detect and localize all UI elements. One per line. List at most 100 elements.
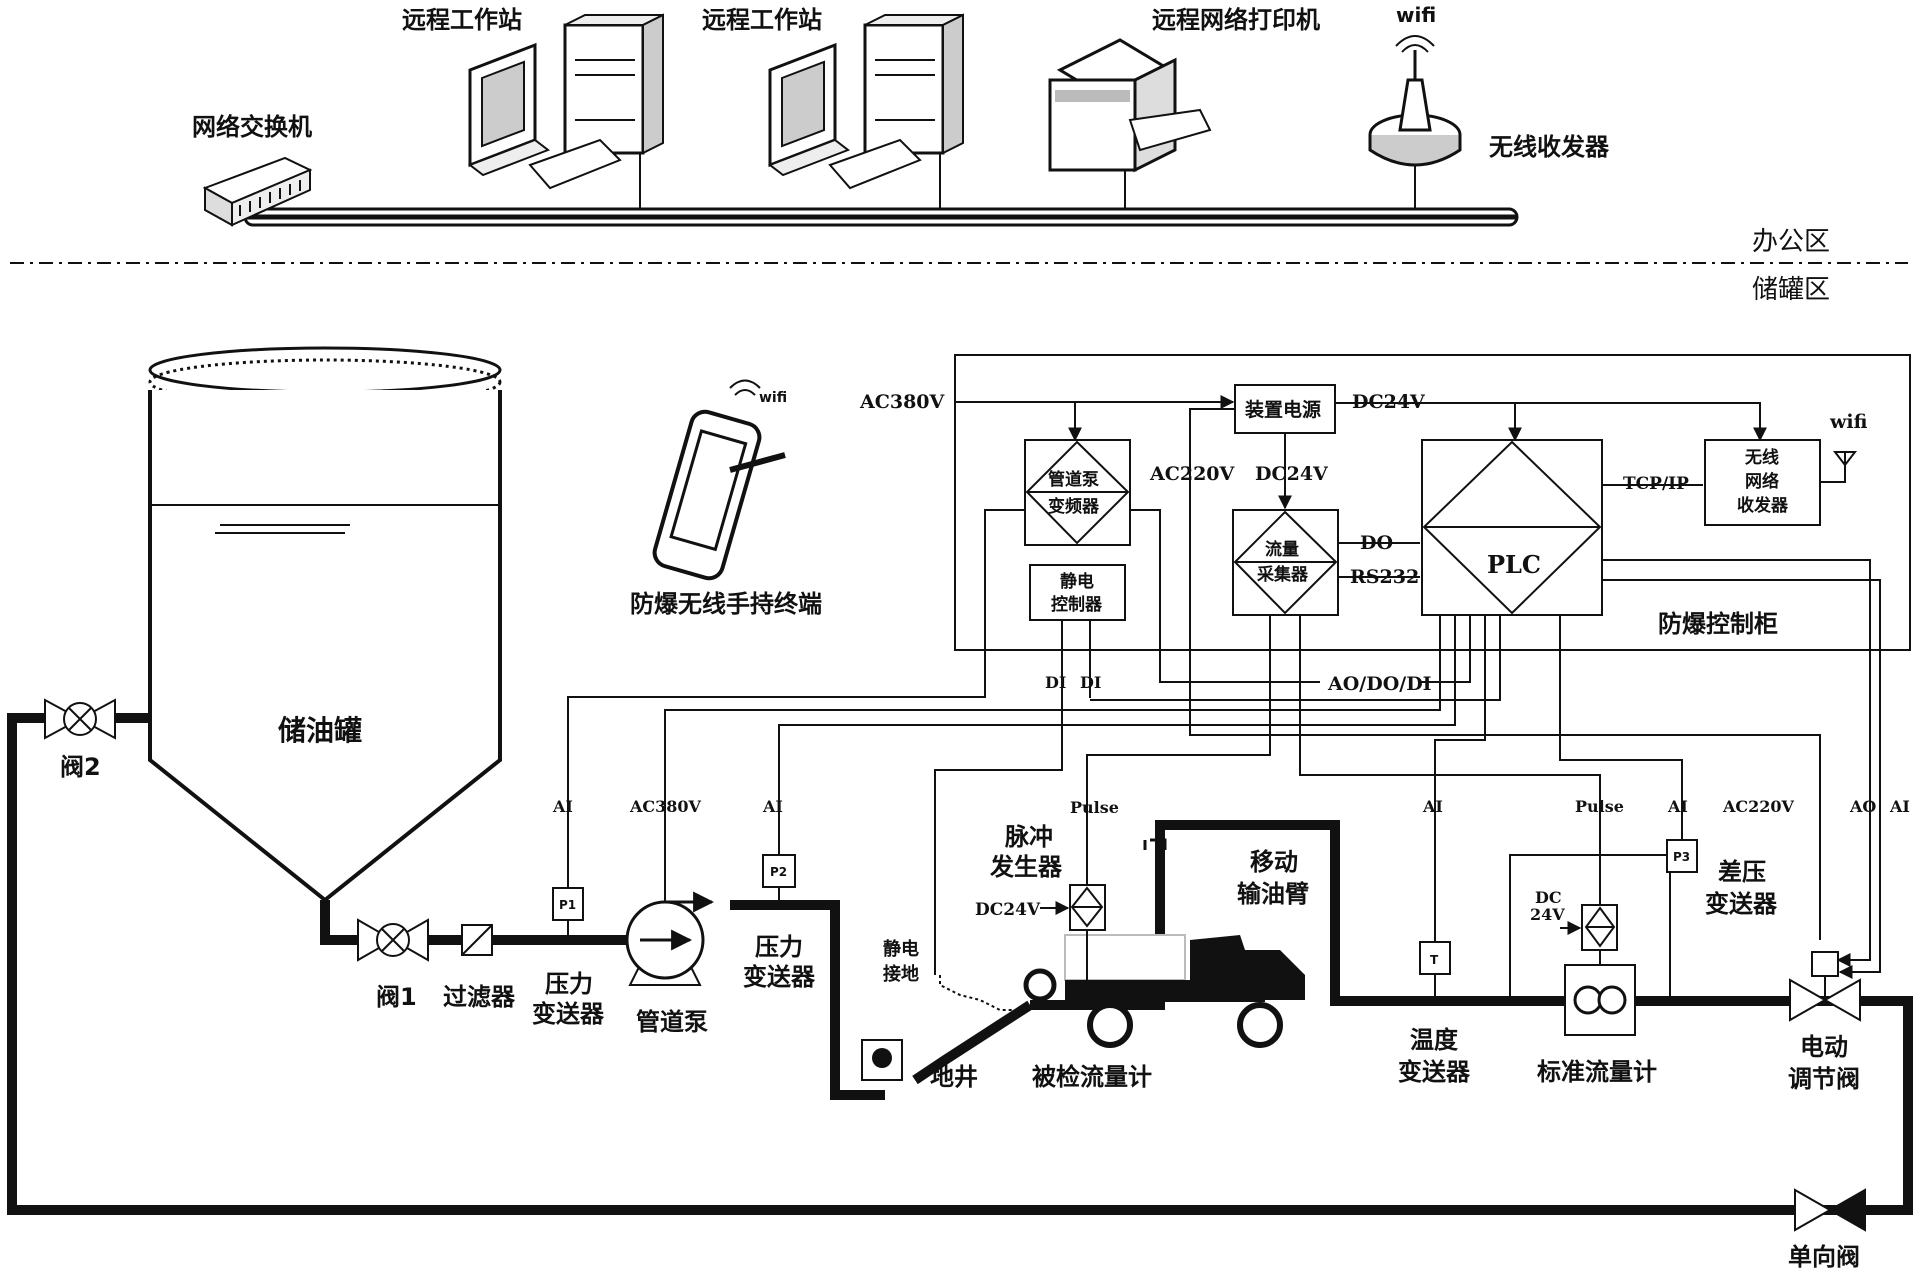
pulse-dc24v: DC24V [975,900,1041,920]
std-dc-label: DC [1535,888,1562,907]
filter-label: 过滤器 [443,983,516,1011]
tested-meter-label: 被检流量计 [1032,1063,1152,1091]
temp-signal [1434,615,1486,942]
diff-pressure-taps [1509,854,1671,1001]
ai-t: AI [1422,797,1443,816]
aodo-to-plc [1420,615,1471,683]
mobile-arm-line1: 移动 [1250,848,1298,876]
tank-label: 储油罐 [278,714,362,747]
di-1: DI [1045,673,1066,692]
p3-tag: P3 [1673,850,1690,864]
check-valve-label: 单向阀 [1788,1243,1860,1271]
flow-collector-line1: 流量 [1265,539,1299,560]
static-controller-box [1029,564,1126,621]
ao-valve: AO [1849,797,1876,816]
p1-tag: P1 [559,898,576,912]
tanker-truck-icon [1023,934,1305,1048]
handheld-label: 防爆无线手持终端 [630,590,822,618]
pressure-tx2-line2: 变送器 [743,963,816,991]
temp-tx-line2: 变送器 [1398,1058,1471,1086]
transceiver-label: 无线收发器 [1489,133,1610,161]
pulse2-line [1299,615,1601,905]
pump-power [664,615,1441,902]
elec-valve-line2: 调节阀 [1788,1065,1860,1093]
ai-p3: AI [1667,797,1688,816]
workstation-1-label: 远程工作站 [402,6,522,34]
static-ctrl-line2: 控制器 [1051,594,1103,615]
valve-1-label: 阀1 [376,983,417,1011]
handheld-terminal-icon [652,409,786,581]
aodo-label: AO/DO/DI [1327,673,1432,695]
standard-meter-icon [1564,904,1636,1036]
office-zone-label: 办公区 [1752,227,1830,257]
ac220v-to-valve [1189,408,1821,940]
workstation-2-icon [767,13,964,190]
standard-meter-label: 标准流量计 [1537,1058,1657,1086]
printer-label: 远程网络打印机 [1152,6,1320,34]
valve-2-label: 阀2 [60,753,101,781]
wireless-line3: 收发器 [1737,495,1789,516]
wireless-transceiver-icon [1368,50,1462,167]
ac380v-pump: AC380V [629,797,702,816]
ai-valve-line [1602,579,1881,979]
pulse-1: Pulse [1070,798,1119,817]
static-ctrl-line1: 静电 [1060,571,1094,592]
pulse-generator-icon [1069,884,1106,980]
p1-signal [567,509,1025,888]
check-valve-icon [1794,1188,1866,1232]
ac220v-valve: AC220V [1722,797,1795,816]
printer-icon [1048,38,1212,173]
p2-signal [778,615,1456,855]
ao-line [1602,559,1871,967]
mobile-arm-line2: 输油臂 [1237,880,1309,908]
ac380v-in: AC380V [859,391,946,413]
pressure-tx1-line2: 变送器 [532,1000,605,1028]
network-switch-icon [202,156,313,227]
static-di-line [934,620,1063,975]
pressure-tx2-line1: 压力 [755,933,803,961]
pulse-2: Pulse [1575,797,1624,816]
arm-pipe [1030,820,1440,1010]
valve-2-icon [44,698,116,740]
discharge-pipe [730,900,885,1100]
ground-well-riser [912,1000,1033,1085]
pressure-transmitter-1 [552,887,584,940]
cabinet-antenna-icon [1820,451,1858,483]
static-ground-line1: 静电 [883,938,919,960]
static-ground-line2: 接地 [883,963,919,985]
cabinet-wifi-label: wifi [1829,411,1868,433]
electric-valve-icon [1789,951,1861,1022]
workstation-1-icon [467,13,664,190]
control-cabinet-border [954,354,1911,651]
dc24v-down-label: DC24V [1255,463,1329,485]
pulse1-line [1086,615,1271,885]
diff-pressure-line1: 差压 [1718,858,1766,886]
ai-p2: AI [762,797,783,816]
temperature-transmitter [1419,941,1451,1001]
handheld-wifi-icon [729,379,761,396]
filter-icon [461,924,493,956]
ground-well-label: 地井 [930,1063,978,1091]
diff-pressure-transmitter [1666,839,1698,873]
handheld-wifi-label: wifi [759,390,787,406]
arm-connector [1143,838,1167,850]
std-dc24v: 24V [1530,905,1565,924]
vfd-line1: 管道泵 [1048,469,1099,490]
temp-tx-line1: 温度 [1410,1026,1459,1054]
wireless-box [1704,439,1821,526]
storage-tank [148,346,502,903]
pulse-gen-line1: 脉冲 [1004,823,1053,851]
ai-p1: AI [552,797,573,816]
dc24v-bus [1335,402,1767,442]
p3-signal [1559,615,1683,840]
wireless-line2: 网络 [1745,471,1779,492]
cabinet-label: 防爆控制柜 [1658,610,1778,638]
pipe-pump-icon [625,891,715,986]
plc-label: PLC [1487,550,1541,579]
static-ground-wire [939,975,1030,1011]
tank-zone-label: 储罐区 [1752,275,1830,305]
flow-collector-line2: 采集器 [1256,564,1309,585]
wifi-signal-icon [1395,35,1435,53]
workstation-2-label: 远程工作站 [702,6,822,34]
